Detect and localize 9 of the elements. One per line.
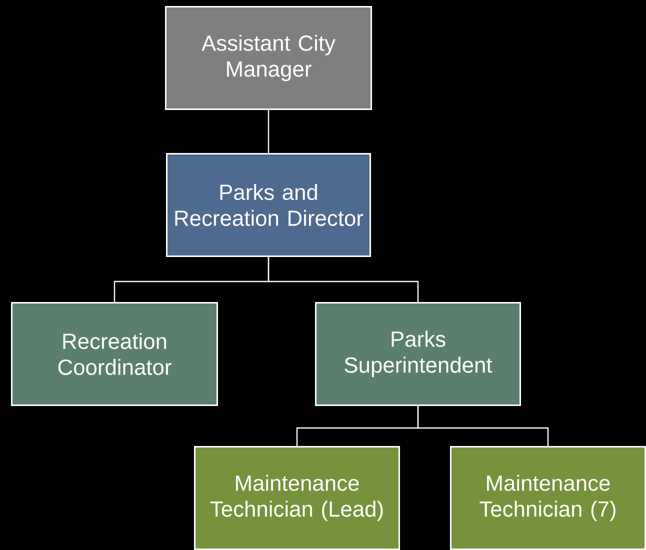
org-box: Recreation Coordinator — [11, 302, 218, 406]
org-box: Parks and Recreation Director — [166, 152, 371, 257]
connector-line — [268, 256, 419, 302]
org-box: Maintenance Technician (7) — [450, 446, 646, 550]
org-box: Maintenance Technician (Lead) — [194, 446, 400, 550]
org-box: Parks Superintendent — [315, 302, 521, 406]
connector-line — [417, 406, 549, 446]
connector-line — [268, 110, 270, 153]
org-box: Assistant City Manager — [165, 6, 372, 110]
